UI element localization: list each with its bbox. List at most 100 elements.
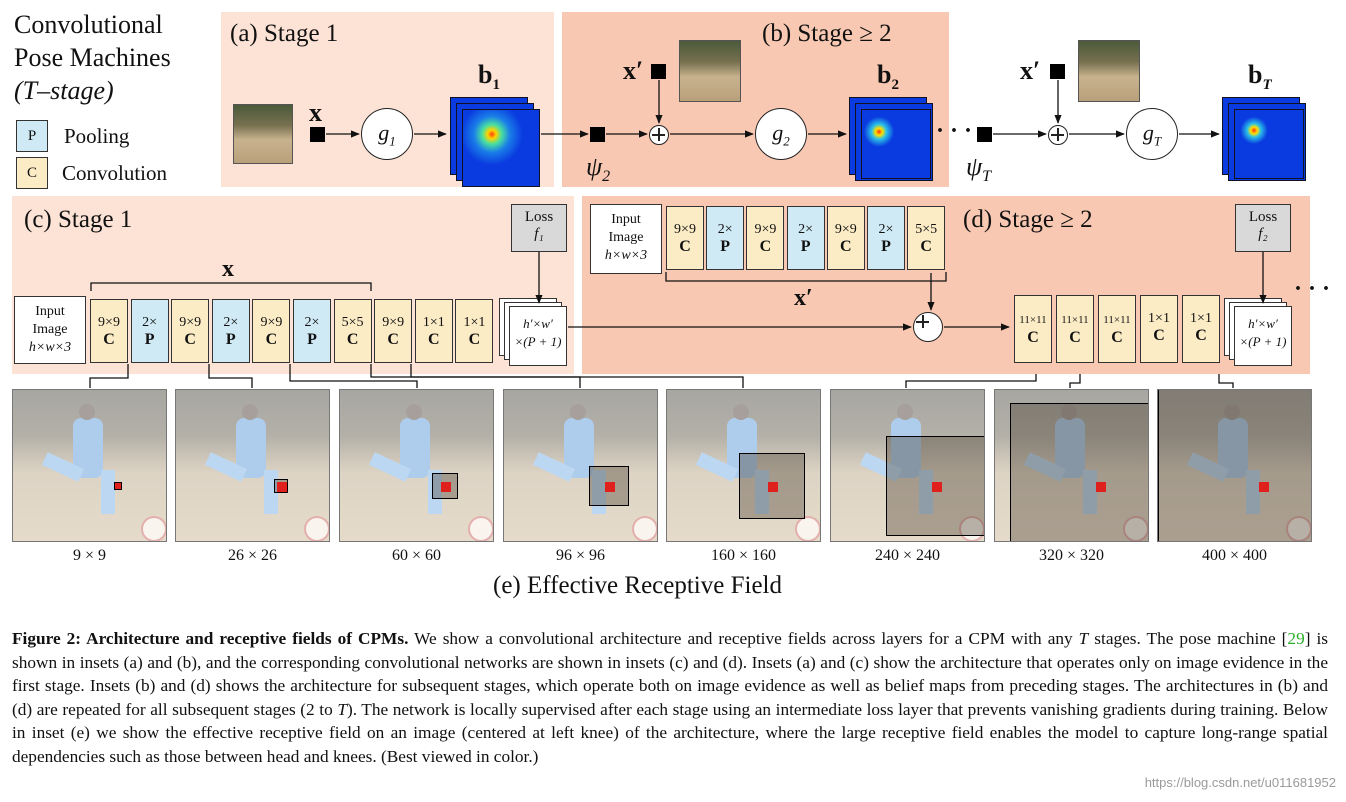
receptive-field-label: 96 × 96	[555, 547, 606, 564]
knee-marker	[605, 482, 615, 492]
caption-T-2: T	[337, 699, 347, 719]
gT-sub: T	[1153, 133, 1162, 149]
panel-d-output: h′×w′ ×(P + 1)	[1234, 306, 1292, 366]
b1-sub: 1	[492, 77, 500, 94]
layer-type: C	[759, 238, 772, 255]
layer-size: 9×9	[179, 315, 202, 330]
panel-d-dots: · · ·	[1294, 276, 1331, 302]
caption-text-1: We show a convolutional architecture and…	[408, 629, 1079, 648]
panel-d-input-image: Input Image h×w×3	[590, 204, 662, 274]
g2-sub: 2	[783, 133, 790, 149]
receptive-field-label: 26 × 26	[227, 547, 278, 564]
layer-size: 9×9	[754, 222, 777, 237]
layer-size: 9×9	[98, 315, 120, 330]
receptive-field-image	[175, 389, 330, 542]
panel-d-input-line-1: Input	[611, 212, 641, 227]
citation-link[interactable]: 29	[1287, 629, 1305, 648]
b2-letter: b	[877, 60, 892, 89]
layer-size: 11×11	[1019, 314, 1047, 326]
receptive-field-label: 320 × 320	[1038, 547, 1105, 564]
layer-pooling: 2×P	[293, 299, 331, 363]
psi2-label: ψ2	[586, 152, 610, 186]
belief-map-1	[462, 109, 540, 187]
panel-d-input-line-3: h×w×3	[604, 248, 648, 263]
receptive-field-box	[432, 473, 458, 499]
layer-size: 5×5	[341, 315, 364, 330]
layer-size: 2×	[304, 315, 320, 330]
receptive-field-label: 9 × 9	[72, 547, 107, 564]
panel-t-x-label: x′	[1020, 56, 1041, 85]
layer-type: C	[920, 238, 932, 255]
layer-type: C	[346, 331, 359, 348]
receptive-field-label: 60 × 60	[391, 547, 442, 564]
receptive-field-image	[339, 389, 494, 542]
layer-size: 2×	[717, 222, 733, 237]
panel-a-b-label: b1	[478, 60, 500, 94]
layer-type: C	[468, 331, 481, 348]
panel-c-output-line-1: h′×w′	[523, 316, 553, 331]
layer-type: P	[144, 331, 155, 348]
g1-sub: 1	[389, 133, 396, 149]
receptive-field-label: 400 × 400	[1201, 547, 1268, 564]
input-photo-b	[679, 40, 741, 102]
layer-pooling: 2×P	[130, 299, 169, 363]
caption-text-2: stages. The pose machine [	[1088, 629, 1288, 648]
layer-type: C	[1153, 327, 1165, 344]
receptive-field-label: 240 × 240	[874, 547, 941, 564]
receptive-field-image	[994, 389, 1149, 542]
psi2-letter: ψ	[586, 152, 603, 181]
panel-d-title: (d) Stage ≥ 2	[963, 206, 1093, 233]
psiT-label: ψT	[966, 152, 991, 186]
receptive-field-label: 160 × 160	[710, 547, 777, 564]
input-photo-t	[1078, 40, 1140, 102]
receptive-field-box	[1010, 403, 1148, 541]
layer-size: 1×1	[422, 315, 445, 330]
figure-caption: Figure 2: Architecture and receptive fie…	[12, 627, 1328, 768]
knee-marker	[1096, 482, 1106, 492]
layer-type: P	[881, 238, 891, 255]
layer-size: 1×1	[1190, 311, 1212, 326]
receptive-field-box	[739, 453, 805, 519]
panel-a-title: (a) Stage 1	[230, 20, 339, 47]
layer-size: 2×	[798, 222, 814, 237]
layer-size: 1×1	[463, 315, 486, 330]
layer-size: 9×9	[260, 315, 283, 330]
layer-type: C	[679, 238, 691, 255]
receptive-field-box	[589, 466, 629, 506]
knee-marker	[441, 482, 451, 492]
panel-b-x-label: x′	[623, 56, 644, 85]
layer-size: 2×	[142, 315, 158, 330]
layer-size: 2×	[223, 315, 239, 330]
legend-pooling-key: P	[16, 120, 48, 152]
layer-type: C	[840, 238, 852, 255]
panel-c-output: h′×w′ ×(P + 1)	[509, 306, 567, 366]
legend-title-line-2: Pose Machines	[14, 43, 171, 72]
layer-type: C	[1027, 329, 1039, 346]
psi2-sub: 2	[602, 168, 611, 186]
layer-type: C	[1069, 329, 1081, 346]
layer-type: C	[103, 331, 115, 348]
knee-marker	[1259, 482, 1269, 492]
layer-pooling: 2×P	[706, 206, 745, 270]
caption-T-1: T	[1078, 629, 1089, 648]
panel-a-x-node	[310, 127, 325, 142]
layer-type: C	[1195, 327, 1207, 344]
layer-size: 11×11	[1103, 314, 1131, 326]
receptive-field-box	[886, 436, 984, 536]
knee-marker	[932, 482, 942, 492]
knee-marker	[768, 482, 778, 492]
g2-letter: g	[772, 120, 784, 145]
caption-text-4: ). The network is locally supervised aft…	[12, 699, 1328, 766]
layer-type: P	[225, 331, 236, 348]
panel-d-loss: Loss f₂	[1235, 204, 1291, 252]
receptive-field-box	[274, 479, 288, 493]
